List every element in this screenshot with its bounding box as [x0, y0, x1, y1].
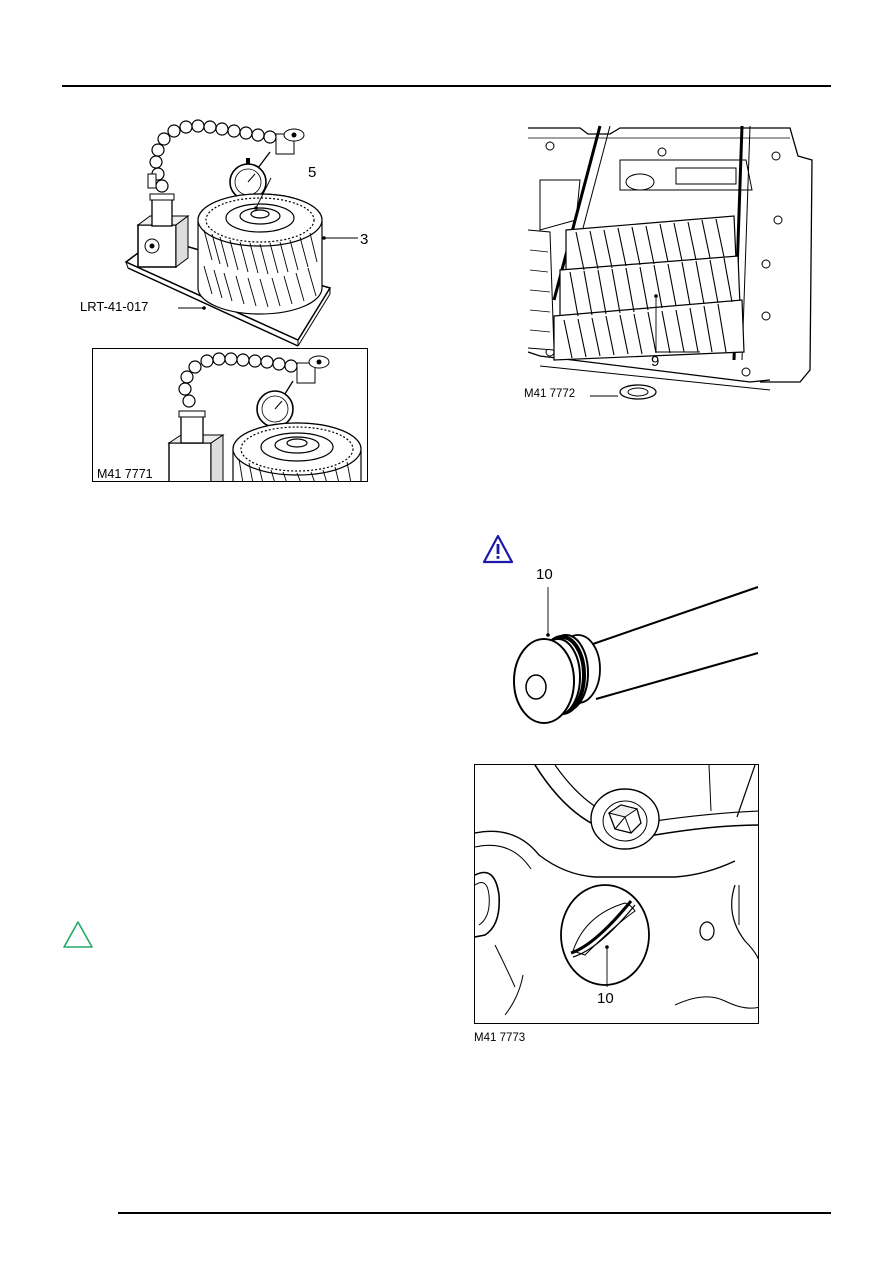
dial-gauge-inset-illustration	[167, 352, 362, 481]
header-rule	[62, 85, 831, 87]
figure-dial-gauge-inset: M41 7771	[92, 348, 368, 482]
housing-seal-illustration	[475, 765, 758, 1016]
dial-gauge-setup-illustration	[124, 119, 358, 347]
shaft-oring-illustration	[513, 586, 759, 724]
figure-shaft-oring: 10	[500, 565, 780, 740]
figure-dial-gauge-setup: 5 3 LRT-41-017	[80, 110, 380, 350]
figure-code: M41 7772	[524, 388, 576, 400]
tool-label: LRT-41-017	[80, 299, 149, 314]
figure-housing-seal: 10	[474, 764, 759, 1024]
gearbox-gears-illustration	[527, 125, 813, 400]
callout-gear-9: 9	[651, 353, 660, 370]
callout-oring: 10	[536, 566, 553, 583]
warning-icon	[482, 534, 514, 564]
callout-gauge: 5	[308, 164, 317, 181]
footer-rule	[118, 1212, 831, 1214]
figure-code: M41 7771	[97, 467, 153, 481]
callout-gear: 3	[360, 231, 369, 248]
note-icon	[62, 920, 94, 950]
callout-seal: 10	[597, 990, 614, 1007]
figure-code-housing: M41 7773	[474, 1032, 526, 1044]
figure-gearbox-gears: 9 M41 7772	[520, 120, 820, 410]
